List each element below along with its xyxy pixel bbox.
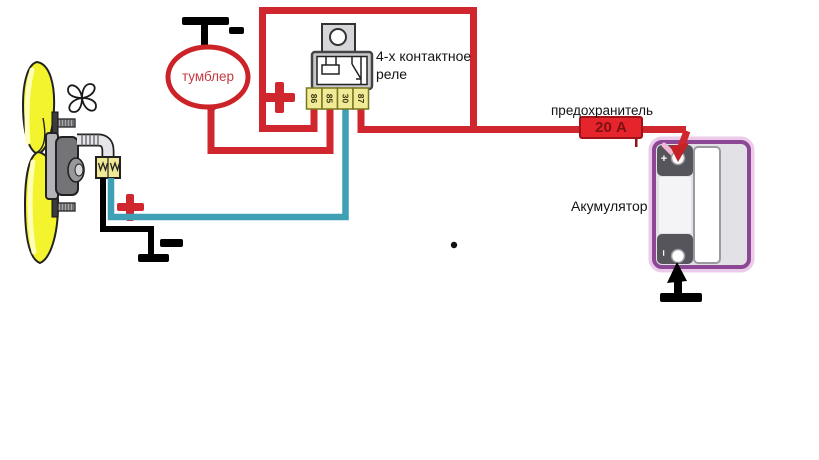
battery-label-stripe <box>693 146 721 264</box>
fan-motor-hub-cap <box>74 163 84 177</box>
fan-connector <box>95 156 121 179</box>
fan-conduit-ribs <box>81 134 99 146</box>
fan-blade-fold-line <box>35 117 46 154</box>
toggle-minus-sign <box>229 27 244 34</box>
wire-pin87-to-battery <box>357 109 686 133</box>
battery-ground <box>660 262 702 302</box>
fuse-label: предохранитель <box>551 103 654 118</box>
wire-pin86-loop <box>259 7 477 132</box>
relay-pin-86: 86 <box>309 94 319 104</box>
wire-toggle-to-pin85 <box>207 104 334 154</box>
relay-pin-87: 87 <box>356 94 366 104</box>
toggle-ground-bar <box>182 17 229 25</box>
stray-dot <box>450 241 458 249</box>
battery-negative-mark: − <box>657 250 669 256</box>
fuse-graphic <box>579 116 643 147</box>
battery-mid-panel <box>659 177 691 233</box>
plus-sign-relay <box>264 82 295 113</box>
relay-contact-symbol <box>351 57 362 84</box>
relay-terminals: 86 85 30 87 <box>305 87 370 110</box>
fuse-body <box>579 116 643 139</box>
fan-ground-bar <box>138 254 169 262</box>
fan-motor-stud-top <box>51 111 76 135</box>
relay-mount-hole <box>329 28 347 46</box>
wire-battery-arrowhead <box>670 143 689 162</box>
positive-wires <box>207 7 691 154</box>
fan-blade-highlight-bottom <box>27 159 37 255</box>
relay-pin-85: 85 <box>325 94 335 104</box>
toggle-switch-outline <box>165 44 251 110</box>
battery-negative-terminal <box>670 248 686 264</box>
fan-blade-highlight-top <box>24 67 35 145</box>
battery-positive-mark: + <box>661 153 667 165</box>
fuse-lead-tick <box>635 136 638 147</box>
wire-pin30-to-fan <box>107 109 349 221</box>
relay-pin-30: 30 <box>340 94 350 104</box>
relay-graphic: 86 85 30 87 <box>305 23 374 110</box>
battery-label: Акумулятор <box>571 198 648 214</box>
wire-fan-ground <box>100 178 154 256</box>
battery-ground-stem <box>674 272 682 298</box>
toggle-switch-label: тумблер <box>181 69 235 84</box>
relay-label: 4-х контактное реле <box>376 48 472 83</box>
battery-ground-bar <box>660 293 702 302</box>
fan-motor-stud-bottom <box>51 196 76 218</box>
fuse-rating-label: 20 А <box>595 119 627 136</box>
toggle-ground <box>182 17 244 50</box>
fan-graphic <box>21 60 121 265</box>
battery-graphic: + − <box>648 136 755 273</box>
toggle-ground-stem <box>201 24 208 50</box>
fan-icon <box>67 83 97 113</box>
fan-ground <box>100 178 183 262</box>
relay-schematic-window <box>316 55 368 86</box>
relay-coil-symbol <box>321 57 340 75</box>
fan-minus-sign <box>160 239 183 247</box>
